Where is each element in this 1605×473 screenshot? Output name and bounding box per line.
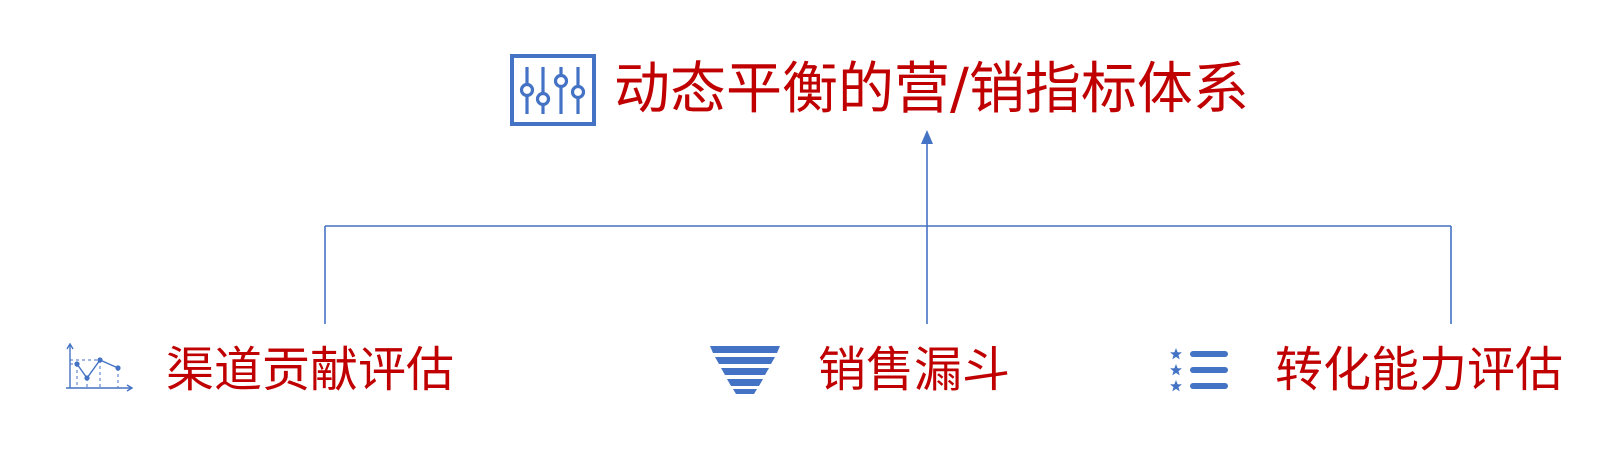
arrow-head [921, 130, 933, 144]
diagram-title: 动态平衡的营/销指标体系 [614, 57, 1249, 122]
line-chart-icon [66, 342, 134, 392]
node-sales-funnel: 销售漏斗 [818, 334, 1010, 406]
node-label: 销售漏斗 [818, 342, 1011, 398]
node-channel-contribution: 渠道贡献评估 [166, 334, 454, 406]
star-list-icon [1170, 348, 1228, 392]
node-label: 转化能力评估 [1275, 342, 1564, 398]
sliders-icon [510, 54, 596, 126]
node-label: 渠道贡献评估 [166, 342, 455, 398]
node-conversion-capability: 转化能力评估 [1275, 334, 1563, 406]
funnel-icon [710, 346, 780, 394]
